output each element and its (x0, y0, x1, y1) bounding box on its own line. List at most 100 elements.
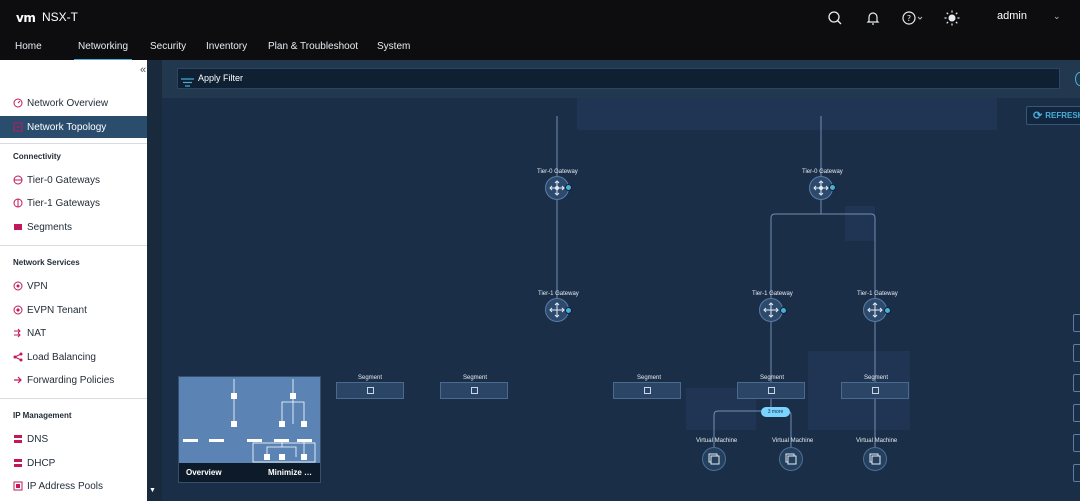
svg-text:?: ? (907, 14, 911, 23)
nat-arrow-icon (13, 328, 23, 338)
tab-plan-troubleshoot[interactable]: Plan & Troubleshoot (268, 41, 359, 52)
tier1-gateway-node[interactable] (863, 298, 887, 322)
user-menu[interactable]: admin (997, 10, 1027, 22)
segment-node[interactable] (440, 382, 508, 399)
status-badge (780, 307, 787, 314)
zoom-tool-button[interactable] (1073, 464, 1080, 482)
refresh-icon: ⟳ (1033, 110, 1043, 122)
sidebar-item-dhcp[interactable]: DHCP (0, 452, 147, 474)
section-heading-connectivity: Connectivity (13, 152, 62, 161)
filter-icon (181, 74, 194, 87)
tier1-gateway-node[interactable] (759, 298, 783, 322)
sidebar-item-network-overview[interactable]: Network Overview (0, 92, 147, 114)
globe-icon (13, 198, 23, 208)
section-heading-ip-management: IP Management (13, 411, 72, 420)
segment-label: Segment (864, 375, 889, 381)
globe-icon (13, 175, 23, 185)
overview-label: Overview (186, 468, 222, 477)
divider (0, 398, 147, 399)
sidebar-item-dns[interactable]: DNS (0, 428, 147, 450)
theme-toggle-sun-icon[interactable] (942, 8, 962, 28)
top-header: vm NSX-T ? admin ⌄ (0, 0, 1080, 36)
vm-label: Virtual Machine (772, 438, 814, 444)
segment-label: Segment (463, 375, 488, 381)
dhcp-icon (13, 458, 23, 468)
tab-inventory[interactable]: Inventory (206, 41, 248, 52)
sidebar-item-evpn-tenant[interactable]: EVPN Tenant (0, 299, 147, 321)
sidebar-item-label: Network Overview (27, 97, 109, 109)
sidebar-item-ip-address-pools[interactable]: IP Address Pools (0, 475, 147, 497)
main-nav-tabs: Home Networking Security Inventory Plan … (0, 36, 1080, 61)
sidebar-item-tier1-gateways[interactable]: Tier-1 Gateways (0, 192, 147, 214)
tab-security[interactable]: Security (150, 41, 187, 52)
status-badge (884, 307, 891, 314)
scroll-down-arrow-icon[interactable]: ▼ (149, 487, 156, 494)
sidebar-item-network-topology[interactable]: Network Topology (0, 116, 147, 138)
virtual-machine-node[interactable] (702, 447, 726, 471)
zoom-tool-button[interactable] (1073, 434, 1080, 452)
segment-label: Segment (358, 375, 383, 381)
search-icon[interactable] (825, 8, 845, 28)
sidebar-item-label: Segments (27, 221, 73, 233)
virtual-machine-node[interactable] (863, 447, 887, 471)
tier1-gateway-label: Tier-1 Gateway (752, 291, 793, 297)
status-badge (565, 184, 572, 191)
tab-home[interactable]: Home (15, 41, 42, 52)
tenant-icon (13, 305, 23, 315)
segment-node[interactable] (613, 382, 681, 399)
vmware-logo: vm (16, 11, 36, 25)
segment-node[interactable] (336, 382, 404, 399)
segment-label: Segment (637, 375, 662, 381)
sidebar-item-label: VPN (27, 280, 48, 292)
overview-minimap[interactable] (179, 377, 320, 463)
sidebar-item-forwarding-policies[interactable]: Forwarding Policies (0, 369, 147, 391)
forwarding-policy-icon (13, 375, 23, 385)
zoom-tool-button[interactable] (1073, 344, 1080, 362)
router-icon (763, 302, 779, 318)
apply-filter-input[interactable] (177, 68, 1060, 89)
sidebar-scrollbar[interactable] (147, 84, 162, 501)
vm-label: Virtual Machine (856, 438, 898, 444)
expand-more-pill[interactable]: 3 more (761, 407, 790, 417)
chevron-down-icon[interactable]: ⌄ (1053, 11, 1061, 21)
minimize-overview-button[interactable]: Minimize … (268, 468, 313, 477)
notifications-bell-icon[interactable] (863, 8, 883, 28)
divider (0, 245, 147, 246)
sidebar-item-label: DHCP (27, 457, 56, 469)
tier0-gateway-label: Tier-0 Gateway (537, 169, 578, 175)
segment-label: Segment (760, 375, 785, 381)
segment-icon (768, 387, 775, 394)
tab-system[interactable]: System (377, 41, 411, 52)
zoom-tool-button[interactable] (1073, 404, 1080, 422)
segment-node[interactable] (737, 382, 805, 399)
filter-side-icon[interactable] (1075, 72, 1080, 86)
segment-node[interactable] (841, 382, 909, 399)
virtual-machine-node[interactable] (779, 447, 803, 471)
sidebar-item-load-balancing[interactable]: Load Balancing (0, 346, 147, 368)
sidebar-item-nat[interactable]: NAT (0, 322, 147, 344)
zoom-tool-button[interactable] (1073, 374, 1080, 392)
help-icon[interactable]: ? (900, 8, 928, 28)
apply-filter-label: Apply Filter (198, 73, 244, 83)
status-badge (829, 184, 836, 191)
vm-icon (785, 453, 797, 465)
sidebar-item-label: Network Topology (27, 121, 107, 133)
sidebar-item-label: NAT (27, 327, 47, 339)
sidebar-item-tier0-gateways[interactable]: Tier-0 Gateways (0, 169, 147, 191)
refresh-button[interactable]: ⟳REFRESH (1026, 106, 1080, 125)
segment-icon (13, 222, 23, 232)
sidebar-item-vpn[interactable]: VPN (0, 275, 147, 297)
collapse-sidebar-icon[interactable]: « (140, 64, 147, 76)
dns-icon (13, 434, 23, 444)
tier1-gateway-label: Tier-1 Gateway (857, 291, 898, 297)
sidebar-item-label: Tier-1 Gateways (27, 197, 100, 209)
zoom-tool-button[interactable] (1073, 314, 1080, 332)
vm-icon (708, 453, 720, 465)
sidebar-item-label: Forwarding Policies (27, 374, 115, 386)
sidebar-item-segments[interactable]: Segments (0, 216, 147, 238)
sidebar-item-label: EVPN Tenant (27, 304, 87, 316)
sidebar-item-label: Tier-0 Gateways (27, 174, 100, 186)
tier0-gateway-label: Tier-0 Gateway (802, 169, 843, 175)
section-heading-network-services: Network Services (13, 258, 80, 267)
